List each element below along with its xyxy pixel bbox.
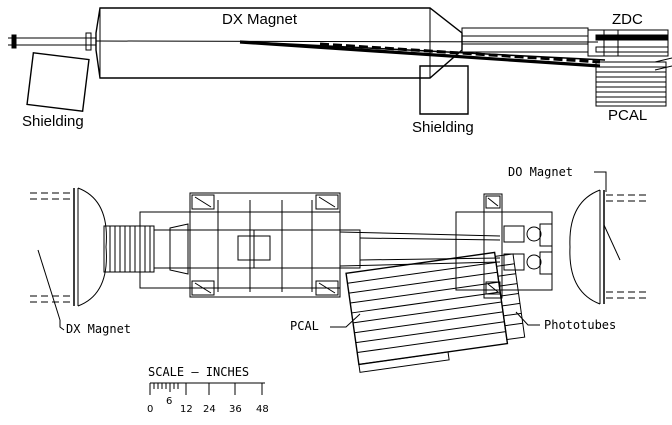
leader-lines	[60, 172, 606, 330]
scale-tick-6: 6	[166, 396, 173, 407]
dx-magnet-label-bottom: DX Magnet	[66, 322, 132, 336]
scale-bar	[150, 383, 265, 395]
pcal-block-top	[596, 58, 672, 106]
beam-lines	[96, 41, 605, 66]
side-view	[30, 172, 650, 372]
central-pipe	[154, 224, 500, 274]
shielding-box-left	[27, 53, 89, 111]
support-frame	[140, 193, 340, 297]
scale-tick-24: 24	[203, 404, 216, 415]
scale-title: SCALE — INCHES	[148, 365, 250, 379]
zdc-block	[588, 30, 668, 56]
bellows	[104, 226, 154, 272]
zdc-label: ZDC	[612, 11, 643, 28]
right-support	[456, 194, 552, 298]
shielding-label-left: Shielding	[22, 113, 84, 130]
beam-pipe-right	[462, 28, 588, 52]
pcal-label-top: PCAL	[608, 107, 648, 124]
pcal-block-bottom	[346, 250, 526, 372]
pcal-label-bottom: PCAL	[290, 319, 319, 333]
d0-magnet-right	[570, 190, 650, 304]
beam-pipe-left	[8, 33, 96, 50]
d0-magnet-label: DO Magnet	[508, 165, 574, 179]
scale-tick-12: 12	[180, 404, 193, 415]
scale-tick-48: 48	[256, 404, 269, 415]
phototubes-label: Phototubes	[544, 318, 617, 332]
dx-magnet-left	[30, 188, 106, 320]
top-view	[8, 8, 672, 114]
scale-tick-0: 0	[147, 404, 154, 415]
dx-magnet-label-top: DX Magnet	[222, 11, 298, 28]
shielding-box-right	[420, 66, 468, 114]
shielding-label-right: Shielding	[412, 119, 474, 136]
scale-tick-36: 36	[229, 404, 242, 415]
